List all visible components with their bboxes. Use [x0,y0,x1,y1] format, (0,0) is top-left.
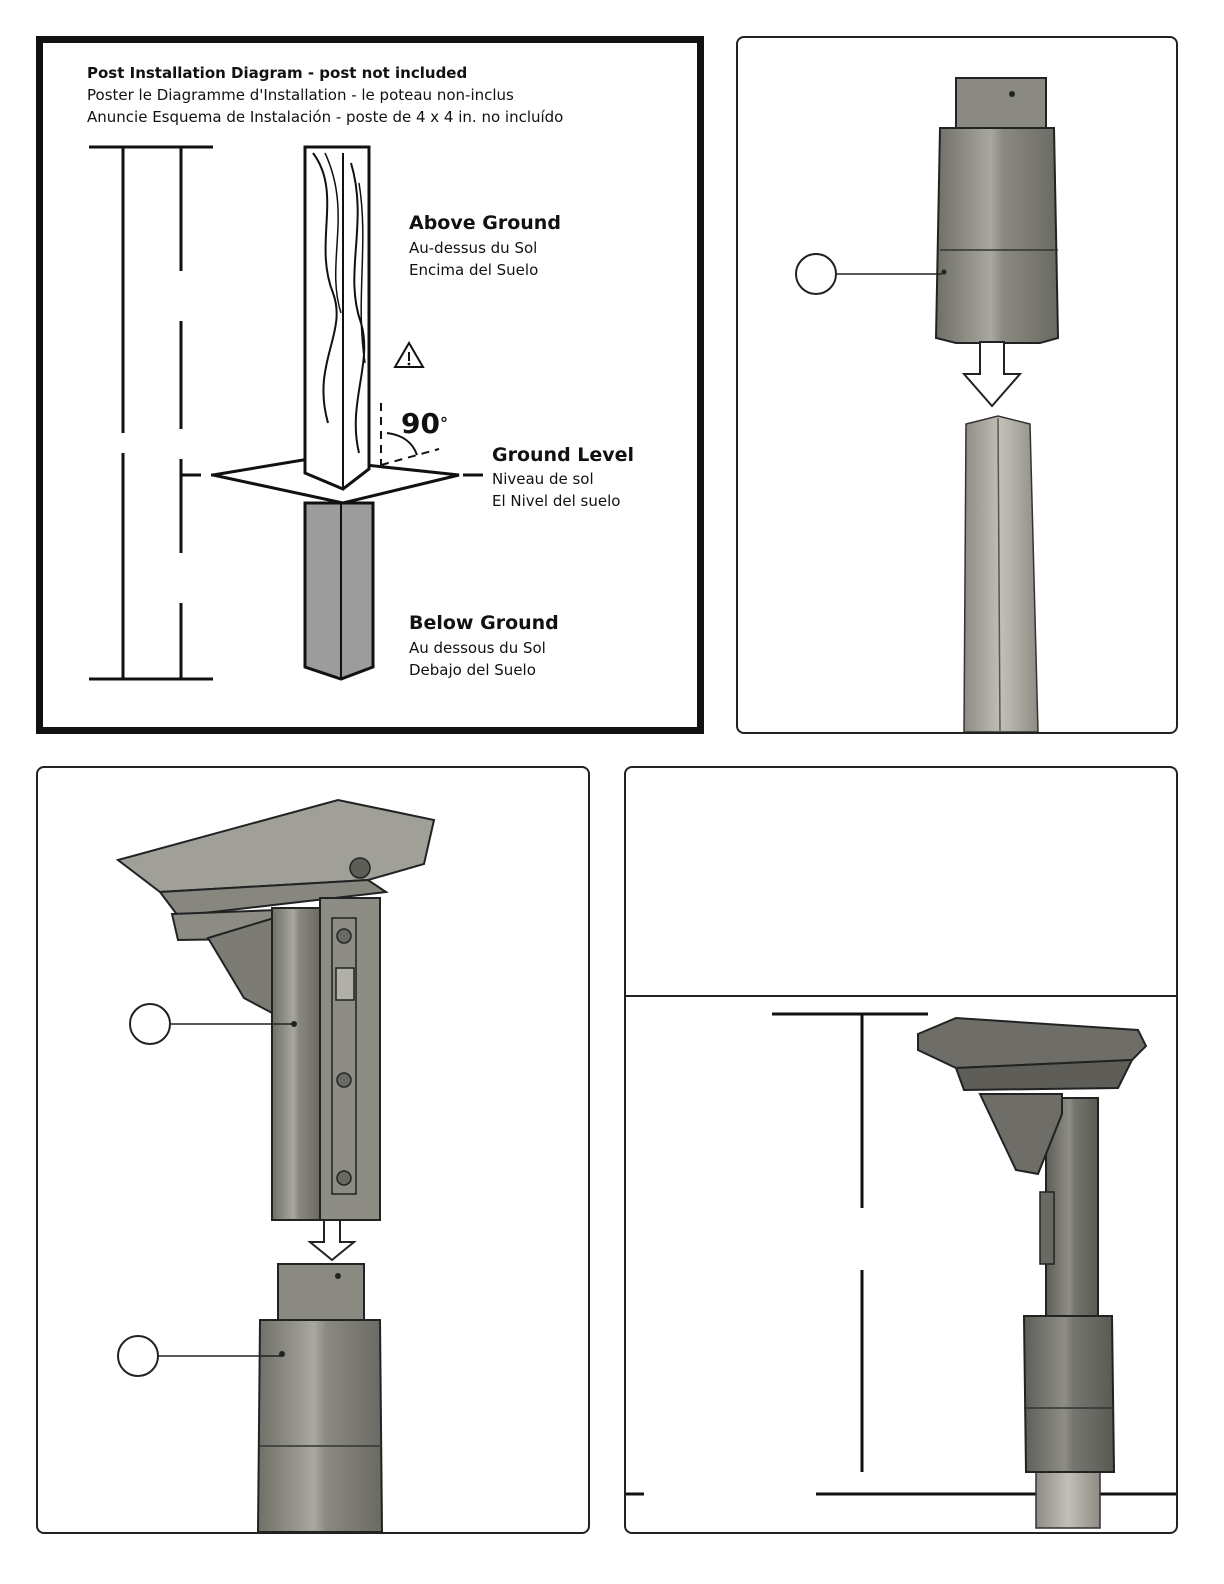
below-ground-label: Below Ground [409,612,559,634]
bracket-cap [115,798,436,894]
height-dimension [626,1012,1176,1496]
diagram-title-es: Anuncie Esquema de Instalación - poste d… [87,108,564,126]
above-ground-label-es: Encima del Suelo [409,261,539,279]
wood-post [963,415,1039,732]
post-installation-panel: Post Installation Diagram - post not inc… [36,36,704,734]
lower-sleeve [256,1319,384,1532]
assembled-cap [917,1016,1148,1070]
down-arrow-icon [961,341,1023,408]
callout-circle-sleeve-2 [117,1335,159,1377]
sleeve-install-panel [736,36,1178,734]
angle-label: 90° [401,407,448,440]
diagram-title: Post Installation Diagram - post not inc… [87,64,468,82]
warning-triangle-icon [393,341,425,368]
callout-circle-sleeve [795,253,837,295]
above-ground-post [303,145,371,491]
sleeve-drawing [795,77,1060,732]
ground-level-label-fr: Niveau de sol [492,470,594,488]
above-ground-label: Above Ground [409,212,561,234]
sleeve-body [934,127,1060,344]
diagram-title-fr: Poster le Diagramme d'Installation - le … [87,86,514,104]
ground-level-label-es: El Nivel del suelo [492,492,621,510]
bracket-drawing [115,798,436,1532]
bracket-install-panel [36,766,590,1534]
callout-circle-bracket [129,1003,171,1045]
below-ground-label-es: Debajo del Suelo [409,661,536,679]
below-ground-post [303,501,375,681]
above-ground-label-fr: Au-dessus du Sol [409,239,538,257]
angle-marker [380,403,440,466]
below-ground-label-fr: Au dessous du Sol [409,639,546,657]
post-diagram-drawing [89,145,483,681]
ground-level-label: Ground Level [492,444,635,466]
down-arrow-icon-2 [307,1219,357,1262]
assembled-drawing [626,995,1176,1529]
bracket-post [271,907,321,1221]
sleeve-top-stub [955,77,1047,129]
assembled-panel [624,766,1178,1534]
dimension-lines [89,145,483,681]
assembled-sleeve [1022,1315,1116,1473]
assembled-brace [978,1093,1063,1176]
